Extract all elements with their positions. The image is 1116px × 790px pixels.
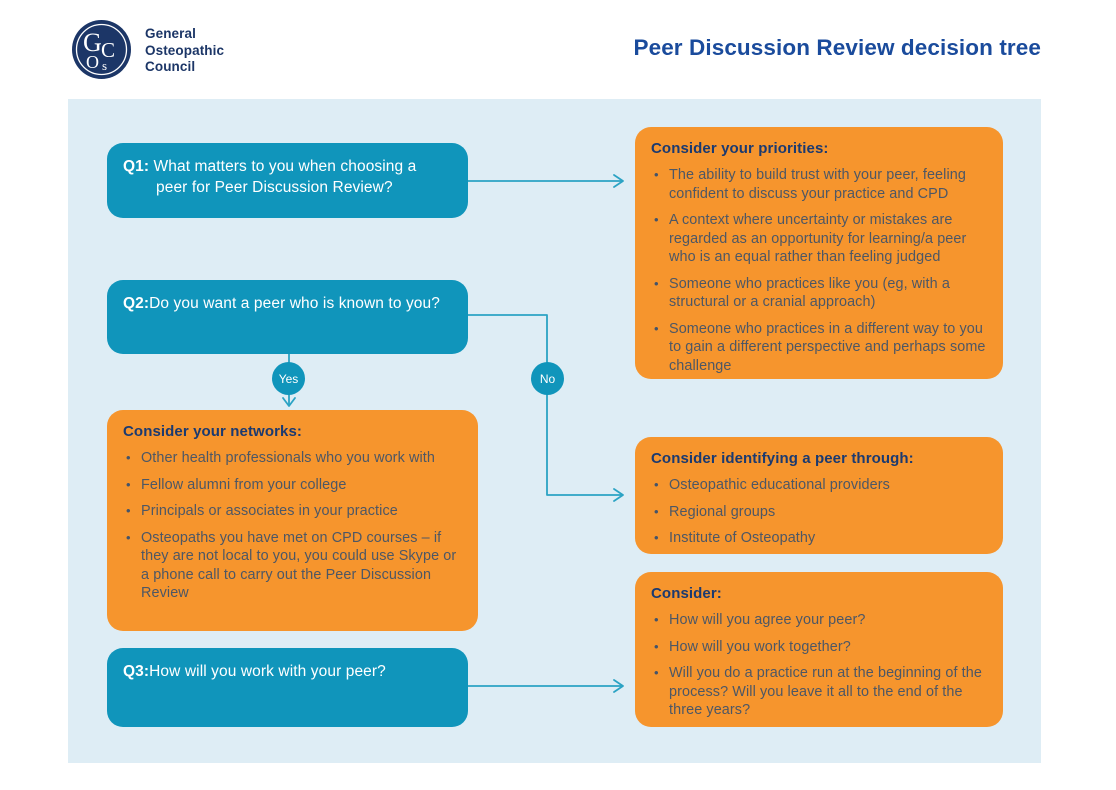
consider-box: Consider: How will you agree your peer?H… <box>635 572 1003 727</box>
bullet-item: Osteopathic educational providers <box>651 476 990 495</box>
priorities-box: Consider your priorities: The ability to… <box>635 127 1003 379</box>
q2-text: Q2:Do you want a peer who is known to yo… <box>123 295 440 312</box>
bullet-item: Fellow alumni from your college <box>123 476 465 495</box>
bullet-item: Regional groups <box>651 503 990 522</box>
svg-text:O: O <box>86 52 99 72</box>
bullet-item: How will you work together? <box>651 638 990 657</box>
bullet-item: A context where uncertainty or mistakes … <box>651 211 990 267</box>
bullet-item: Other health professionals who you work … <box>123 449 465 468</box>
svg-text:s: s <box>102 58 107 73</box>
svg-text:C: C <box>101 38 115 62</box>
page-title: Peer Discussion Review decision tree <box>633 35 1041 60</box>
logo-line: Council <box>145 59 196 74</box>
q1-label: Q1: <box>123 158 150 175</box>
networks-box: Consider your networks: Other health pro… <box>107 410 478 631</box>
networks-heading: Consider your networks: <box>123 423 302 440</box>
q2-box: Q2:Do you want a peer who is known to yo… <box>107 280 468 354</box>
priorities-list: The ability to build trust with your pee… <box>651 166 990 375</box>
q1-box: Q1: What matters to you when choosing a … <box>107 143 468 218</box>
logo-line: General <box>145 26 196 41</box>
bullet-item: Someone who practices like you (eg, with… <box>651 275 990 312</box>
identify-peer-box: Consider identifying a peer through: Ost… <box>635 437 1003 554</box>
no-badge: No <box>531 362 564 395</box>
logo-wordmark: General Osteopathic Council <box>145 26 224 76</box>
q3-label: Q3: <box>123 663 150 680</box>
bullet-item: Osteopaths you have met on CPD courses –… <box>123 529 465 603</box>
svg-text:G: G <box>83 28 102 57</box>
bullet-item: Will you do a practice run at the beginn… <box>651 664 990 720</box>
bullet-item: How will you agree your peer? <box>651 611 990 630</box>
q2-label: Q2: <box>123 295 150 312</box>
identify-list: Osteopathic educational providersRegiona… <box>651 476 990 548</box>
yes-badge: Yes <box>272 362 305 395</box>
priorities-heading: Consider your priorities: <box>651 140 829 157</box>
logo-line: Osteopathic <box>145 42 225 58</box>
bullet-item: Institute of Osteopathy <box>651 529 990 548</box>
consider-list: How will you agree your peer? How will yo… <box>651 611 990 720</box>
q3-box: Q3:How will you work with your peer? <box>107 648 468 727</box>
identify-heading: Consider identifying a peer through: <box>651 450 914 467</box>
bullet-item: Principals or associates in your practic… <box>123 502 465 521</box>
gosc-logo-icon: G C O s <box>72 20 131 79</box>
consider-heading: Consider: <box>651 585 722 602</box>
bullet-item: The ability to build trust with your pee… <box>651 166 990 203</box>
q1-text: Q1: What matters to you when choosing a … <box>123 158 417 196</box>
q3-text: Q3:How will you work with your peer? <box>123 663 386 680</box>
networks-list: Other health professionals who you work … <box>123 449 465 603</box>
bullet-item: Someone who practices in a different way… <box>651 320 990 376</box>
